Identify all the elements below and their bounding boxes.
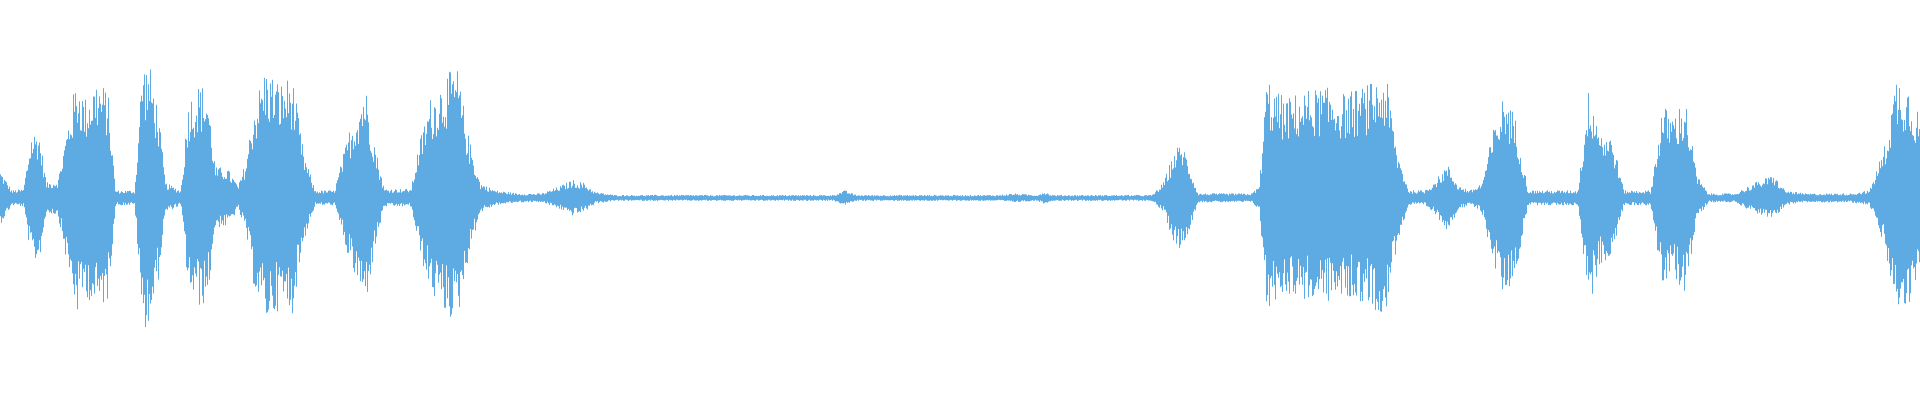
audio-waveform	[0, 69, 1920, 328]
audio-waveform-panel	[0, 69, 1920, 328]
